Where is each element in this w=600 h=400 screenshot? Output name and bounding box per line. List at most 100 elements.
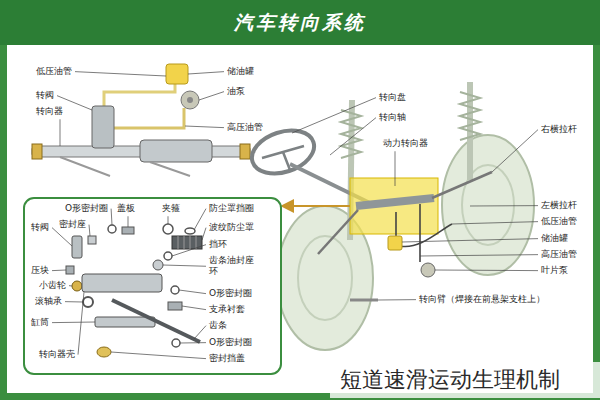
leader-line [470, 205, 538, 206]
valve [72, 236, 82, 258]
leader-line [52, 270, 66, 272]
o-ring [108, 225, 116, 233]
leader-line [492, 130, 538, 172]
part-label: 滚轴承 [34, 296, 63, 307]
leader-line [188, 72, 224, 74]
leader-line [65, 301, 83, 302]
part-label: 转向盘 [378, 92, 407, 103]
rack-end [32, 144, 42, 159]
part-label: 缸筒 [30, 317, 50, 328]
part-label: 密封座 [58, 219, 87, 230]
part-label: 密封挡盖 [208, 353, 246, 364]
part-label: 转向轴 [378, 112, 407, 123]
reservoir [166, 64, 188, 84]
seal-seat [88, 236, 96, 244]
pump [181, 91, 199, 109]
leader-line [194, 326, 206, 339]
roller-bearing [83, 297, 93, 307]
title: 汽车转向系统 [0, 10, 600, 36]
leader-line [78, 292, 84, 355]
leader-line [172, 245, 206, 256]
right-tie-rod [432, 172, 492, 198]
left-tie-rod [318, 210, 358, 254]
power-gear [356, 198, 434, 206]
part-label: 高压油管 [226, 122, 264, 133]
part-label: 齿条 [208, 320, 228, 331]
leader-line [199, 92, 224, 100]
part-label: 动力转向器 [382, 138, 429, 149]
leader-line [179, 290, 206, 294]
leader-line [452, 222, 538, 224]
hoses [396, 204, 420, 262]
part-label: 储油罐 [226, 66, 255, 77]
o-ring [171, 286, 179, 294]
part-label: 左横拉杆 [540, 200, 578, 211]
leader-line [111, 352, 206, 359]
leader-line [89, 225, 90, 236]
part-label: 储油罐 [540, 233, 569, 244]
part-label: 油泵 [226, 86, 246, 97]
panel [7, 45, 593, 393]
part-label: 小齿轮 [38, 280, 67, 291]
valve-housing [92, 106, 114, 148]
steering-arm [350, 299, 378, 302]
mount [60, 157, 190, 176]
low-pressure-pipe [104, 84, 175, 106]
part-label: 叶片泵 [540, 265, 569, 276]
bushing [168, 302, 182, 310]
part-label: 低压油管 [540, 216, 578, 227]
part-label: 挡环 [208, 239, 228, 250]
leader-line [52, 322, 95, 324]
leader-line [163, 265, 206, 266]
part-label: 低压油管 [35, 66, 73, 77]
part-label: 齿条油封座环 [208, 255, 255, 278]
boot-ring [185, 228, 195, 234]
part-label: O形密封圈 [64, 203, 109, 214]
leader-line [52, 228, 72, 246]
part-label: O形密封圈 [208, 288, 253, 299]
car-front [246, 82, 534, 350]
right-wheel [442, 135, 534, 275]
leader-line [330, 118, 376, 155]
part-label: 波纹防尘罩 [208, 222, 255, 233]
part-label: 夹箍 [161, 203, 181, 214]
part-label: 支承衬套 [208, 304, 246, 315]
stop-ring [164, 252, 172, 260]
part-label: O形密封圈 [208, 337, 253, 348]
pinion [72, 281, 82, 291]
detail-arrow [283, 205, 350, 207]
inset-frame [24, 198, 281, 374]
leader-line [180, 342, 206, 343]
part-label: 转向器壳 [38, 349, 76, 360]
vane-pump [421, 263, 435, 277]
cylinder-tube [95, 317, 155, 327]
leader-line [111, 209, 113, 225]
cylinder-body [140, 140, 212, 162]
exploded-inset [24, 198, 281, 374]
part-label: 盖板 [116, 203, 136, 214]
gear-housing [82, 274, 162, 292]
pump-hub [187, 97, 193, 103]
leader-line [402, 239, 538, 242]
rack [112, 300, 200, 342]
gear-inset [32, 64, 250, 176]
leader-line [168, 216, 169, 224]
left-rim [298, 236, 352, 320]
bellows-folds [178, 236, 196, 249]
leader-line [185, 126, 224, 128]
high-pressure-pipe [112, 108, 184, 140]
leader-line [69, 285, 72, 286]
leader-line [194, 209, 206, 230]
seal-seat [153, 260, 163, 270]
part-label: 右横拉杆 [540, 124, 578, 135]
leader-line [75, 72, 166, 76]
leader-line [435, 270, 538, 272]
watermark-band [330, 362, 600, 398]
bellows [172, 236, 202, 249]
leader-line [395, 151, 396, 186]
hose [400, 224, 452, 247]
cover-plate [122, 227, 134, 234]
part-label: 转向臂（焊接在前悬架支柱上） [418, 294, 546, 305]
